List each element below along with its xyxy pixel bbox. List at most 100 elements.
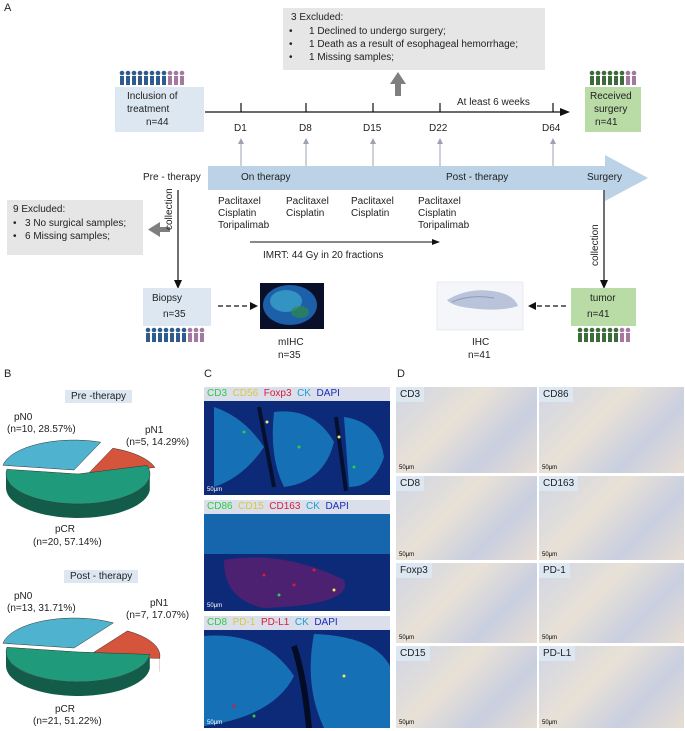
inclusion-line2: treatment — [127, 104, 170, 115]
mihc-label: mIHC — [278, 337, 304, 348]
pie-slice-pCR — [5, 465, 151, 505]
timeline-arrowhead — [560, 108, 570, 116]
excluded-top-box: 3 Excluded: • 1 Declined to undergo surg… — [283, 8, 545, 70]
therapy-arrow — [208, 155, 648, 201]
left-arrow-shaft — [160, 227, 170, 232]
pie-pre-pn1-value: (n=5, 14.29%) — [126, 437, 190, 448]
mihc-legend-2: CD86 CD15 CD163 CK DAPI — [204, 500, 390, 514]
ihc-thumbnail — [436, 281, 524, 331]
mihc-image-2: CD86 CD15 CD163 CK DAPI 50μm — [204, 500, 390, 611]
pie-post-pn0-value: (n=13, 31.71%) — [7, 603, 76, 614]
excluded-left-item: 6 Missing samples; — [25, 231, 111, 242]
excluded-left-box: 9 Excluded: • 3 No surgical samples; • 6… — [7, 200, 143, 255]
scale-bar: 50μm — [207, 720, 223, 726]
ihc-image-cd86: CD86 50μm — [539, 387, 684, 473]
left-arrow-head — [148, 222, 160, 237]
excluded-top-bullet: • — [289, 52, 293, 63]
drug-name: Cisplatin — [351, 208, 390, 219]
pre-therapy-label: Pre - therapy — [143, 172, 201, 183]
excluded-top-bullet: • — [289, 39, 293, 50]
marker-label: CD86 — [207, 501, 233, 512]
collection-label-left: collection — [164, 188, 175, 230]
mihc-image-1: CD3 CD56 Foxp3 CK DAPI 50μm — [204, 387, 390, 495]
up-arrow-head — [390, 72, 406, 84]
ihc-image-cd163: CD163 50μm — [539, 476, 684, 560]
ihc-marker-label: CD15 — [396, 646, 430, 661]
panel-letter-d: D — [397, 368, 405, 380]
excluded-left-title: 9 Excluded: — [13, 204, 66, 215]
drug-name: Paclitaxel — [418, 196, 461, 207]
ihc-marker-label: Foxp3 — [396, 563, 432, 578]
pie-post-slices — [2, 617, 161, 696]
day-label: D64 — [542, 123, 561, 134]
day-label: D1 — [234, 123, 247, 134]
mihc-image-1-texture — [214, 406, 384, 492]
excluded-left-item: 3 No surgical samples; — [25, 218, 127, 229]
ihc-marker-label: CD163 — [539, 476, 579, 491]
ihc-image-foxp3: Foxp3 50μm — [396, 563, 537, 643]
scale-bar: 50μm — [542, 465, 558, 471]
ihc-n: n=41 — [468, 350, 491, 361]
people-icon-inclusion — [119, 70, 185, 85]
pie-post-pn1-label: pN1 — [150, 598, 169, 609]
scale-bar: 50μm — [207, 603, 223, 609]
marker-label: PD-1 — [232, 617, 256, 628]
scale-bar: 50μm — [399, 465, 415, 471]
biopsy-n: n=35 — [163, 309, 186, 320]
pie-pre-pcr-label: pCR — [55, 524, 76, 535]
excluded-left-bullet: • — [13, 218, 17, 229]
panel-letter-c: C — [204, 368, 212, 380]
marker-label: CD3 — [207, 388, 228, 399]
scale-bar: 50μm — [399, 635, 415, 641]
pie-slice-pN0 — [2, 617, 115, 649]
pie-post-pn0-label: pN0 — [14, 591, 33, 602]
excluded-top-item: 1 Death as a result of esophageal hemorr… — [309, 39, 519, 50]
pie-pre-title: Pre -therapy — [65, 390, 133, 403]
marker-label: CD163 — [269, 501, 301, 512]
drug-name: Toripalimab — [418, 220, 470, 231]
pie-pre-pn0-label: pN0 — [14, 412, 33, 423]
mihc-legend-1: CD3 CD56 Foxp3 CK DAPI — [204, 387, 390, 401]
up-arrow-shaft — [395, 82, 401, 96]
received-n: n=41 — [595, 117, 618, 128]
pie-post-pcr-value: (n=21, 51.22%) — [33, 716, 102, 727]
ihc-marker-label: CD86 — [539, 387, 573, 402]
pie-pre-pcr-value: (n=20, 57.14%) — [33, 537, 102, 548]
ihc-marker-label: PD-1 — [539, 563, 570, 578]
ihc-marker-label: PD-L1 — [539, 646, 576, 661]
scale-bar: 50μm — [399, 720, 415, 726]
scale-bar: 50μm — [542, 720, 558, 726]
ihc-image-cd15: CD15 50μm — [396, 646, 537, 728]
marker-label: CK — [294, 617, 309, 628]
marker-label: CK — [305, 501, 320, 512]
ihc-image-pdl1: PD-L1 50μm — [539, 646, 684, 728]
drug-name: Toripalimab — [218, 220, 270, 231]
pie-slice-side-pCR — [6, 474, 150, 518]
pie-pre-pn0-value: (n=10, 28.57%) — [7, 424, 76, 435]
panel-a-graphics — [119, 70, 648, 342]
biopsy-label: Biopsy — [152, 293, 183, 304]
drug-name: Cisplatin — [418, 208, 457, 219]
pie-slice-pN1 — [87, 630, 161, 659]
panel-letter-a: A — [4, 2, 12, 14]
drug-name: Paclitaxel — [218, 196, 261, 207]
collection-label-right: collection — [590, 224, 601, 266]
pie-slice-pCR — [5, 647, 151, 683]
pie-slice-side-pCR — [6, 652, 150, 696]
pie-pre-slices — [2, 439, 156, 518]
mihc-image-3: CD8 PD-1 PD-L1 CK DAPI 50μm — [204, 616, 390, 728]
on-therapy-label: On therapy — [241, 172, 291, 183]
pie-post-title: Post - therapy — [64, 570, 139, 583]
excluded-top-item: 1 Missing samples; — [309, 52, 395, 63]
pie-pre-pn1-label: pN1 — [145, 425, 164, 436]
people-icon-received — [589, 70, 637, 85]
tumor-box: tumor n=41 — [571, 288, 636, 326]
mihc-legend-3: CD8 PD-1 PD-L1 CK DAPI — [204, 616, 390, 630]
excluded-left-bullet: • — [13, 231, 17, 242]
inclusion-n: n=44 — [146, 117, 169, 128]
post-therapy-label: Post - therapy — [446, 172, 509, 183]
scale-bar: 50μm — [542, 635, 558, 641]
weeks-note: At least 6 weeks — [457, 97, 530, 108]
marker-label: Foxp3 — [263, 388, 292, 399]
imrt-label: IMRT: 44 Gy in 20 fractions — [263, 250, 384, 261]
